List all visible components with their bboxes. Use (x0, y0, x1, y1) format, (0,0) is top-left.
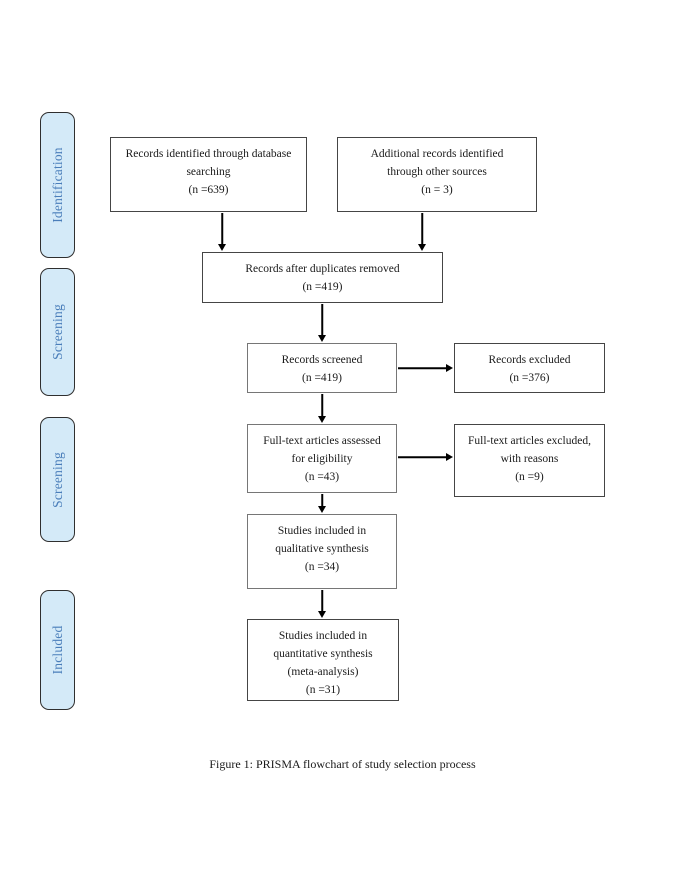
node-records-other-sources: Additional records identified through ot… (337, 137, 537, 212)
arrow-line (398, 367, 447, 369)
arrow-line (221, 213, 223, 245)
node-after-duplicates: Records after duplicates removed (n =419… (202, 252, 443, 303)
node-records-excluded: Records excluded (n =376) (454, 343, 605, 393)
arrow-fulltext-to-excluded (398, 453, 453, 462)
node-fulltext-excluded: Full-text articles excluded, with reason… (454, 424, 605, 497)
arrow-head-icon (218, 244, 226, 251)
stage-included: Included (40, 590, 75, 710)
figure-caption: Figure 1: PRISMA flowchart of study sele… (209, 757, 476, 771)
arrow-database-to-duplicates (218, 213, 227, 251)
arrow-duplicates-to-screened (318, 304, 327, 342)
arrow-line (321, 304, 323, 336)
stage-screening-1-label: Screening (49, 304, 65, 360)
arrow-head-icon (418, 244, 426, 251)
arrow-line (321, 494, 323, 507)
arrow-line (398, 456, 447, 458)
stage-included-label: Included (49, 625, 65, 675)
arrow-fulltext-to-qualitative (318, 494, 327, 513)
arrow-line (321, 394, 323, 417)
stage-screening-2: Screening (40, 417, 75, 542)
arrow-head-icon (446, 364, 453, 372)
stage-screening-2-label: Screening (49, 451, 65, 508)
arrow-screened-to-excluded (398, 364, 453, 373)
arrow-line (321, 590, 323, 612)
arrow-head-icon (318, 416, 326, 423)
arrow-qualitative-to-quantitative (318, 590, 327, 618)
arrow-line (421, 213, 423, 245)
node-records-screened: Records screened (n =419) (247, 343, 397, 393)
arrow-head-icon (318, 611, 326, 618)
arrow-head-icon (318, 335, 326, 342)
arrow-head-icon (446, 453, 453, 461)
arrow-head-icon (318, 506, 326, 513)
arrow-other-to-duplicates (418, 213, 427, 251)
stage-screening-1: Screening (40, 268, 75, 396)
node-qualitative-included: Studies included in qualitative synthesi… (247, 514, 397, 589)
stage-identification-label: Identification (49, 147, 65, 223)
stage-identification: Identification (40, 112, 75, 258)
node-records-database: Records identified through database sear… (110, 137, 307, 212)
arrow-screened-to-fulltext (318, 394, 327, 423)
node-fulltext-assessed: Full-text articles assessed for eligibil… (247, 424, 397, 493)
node-quantitative-included: Studies included in quantitative synthes… (247, 619, 399, 701)
